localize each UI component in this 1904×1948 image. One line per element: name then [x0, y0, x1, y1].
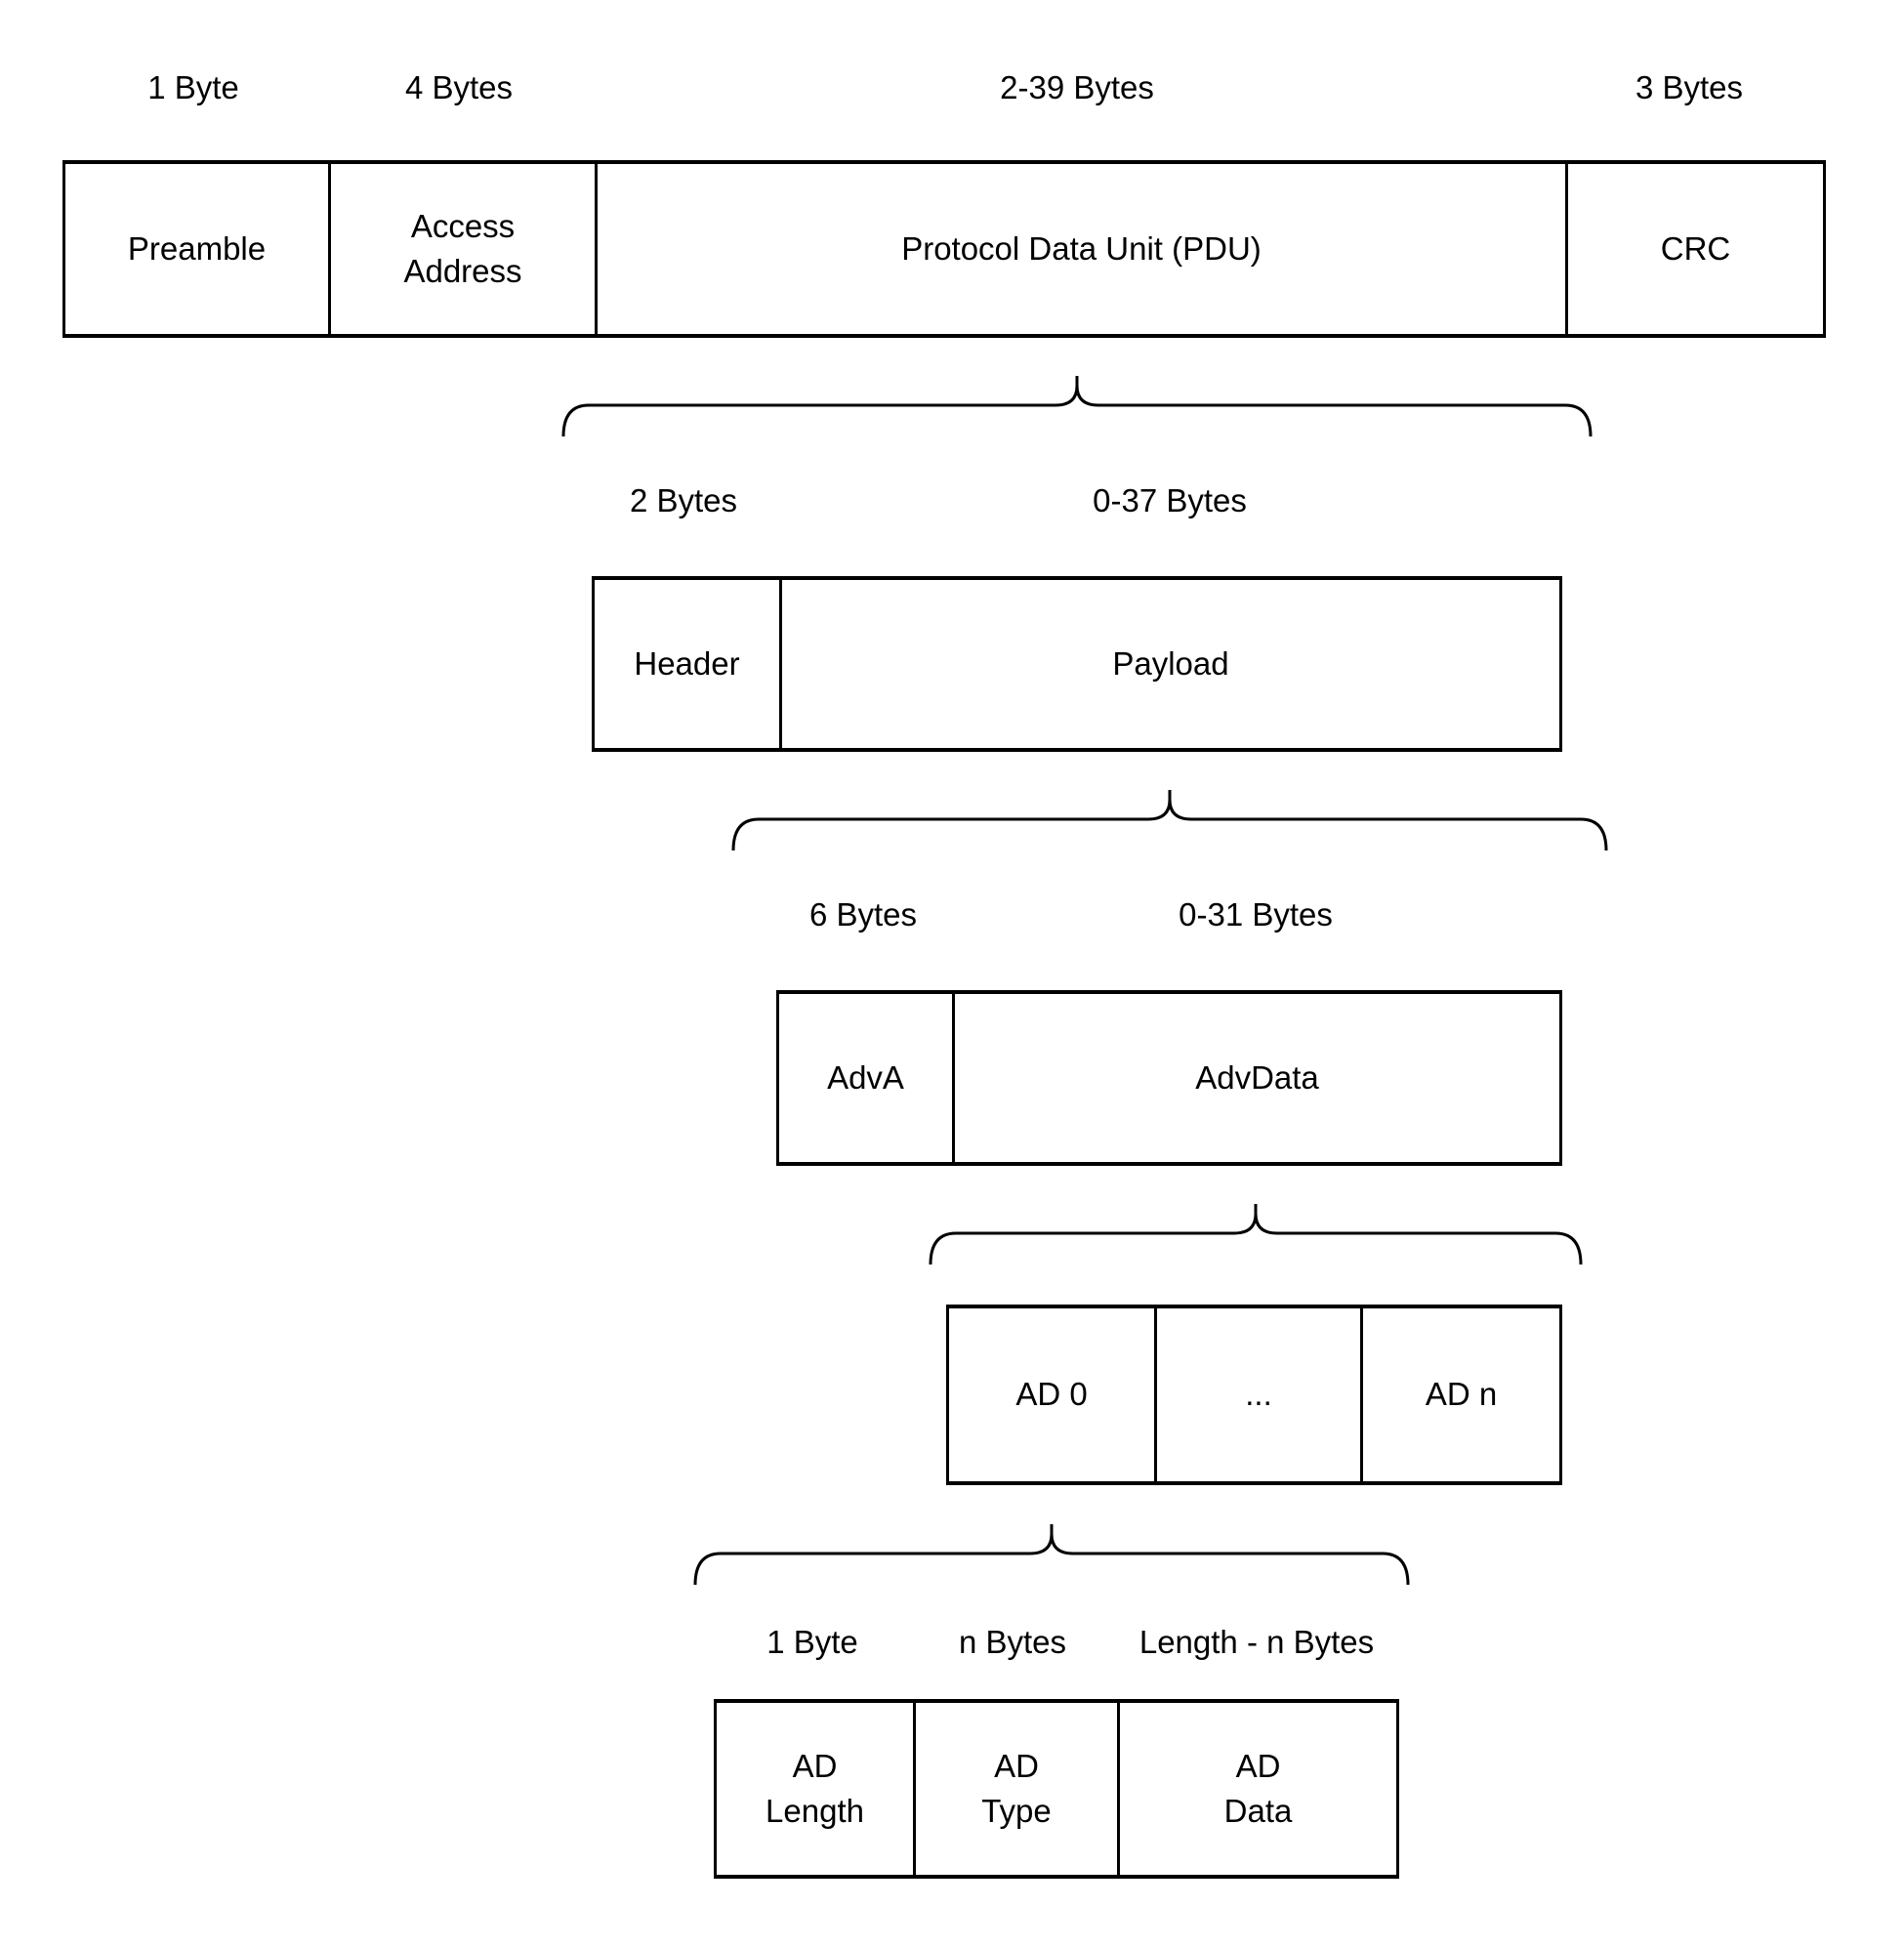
ad-structure-row: AD Length AD Type AD Data: [714, 1699, 1399, 1879]
cell-pdu-label: Protocol Data Unit (PDU): [901, 229, 1262, 267]
cell-ellipsis-label: ...: [1245, 1376, 1272, 1413]
cell-access-address-label: Access Address: [403, 207, 522, 289]
cell-pdu: Protocol Data Unit (PDU): [595, 164, 1565, 334]
size-label-adva: 6 Bytes: [808, 896, 918, 933]
size-label-payload: 0-37 Bytes: [1093, 482, 1247, 518]
cell-adva: AdvA: [779, 994, 952, 1162]
size-label-crc: 3 Bytes: [1635, 69, 1744, 105]
cell-access-address: Access Address: [328, 164, 595, 334]
packet-row: Preamble Access Address Protocol Data Un…: [62, 160, 1826, 338]
cell-ad-type: AD Type: [913, 1703, 1117, 1875]
advdata-brace: [929, 1204, 1583, 1265]
cell-ad0: AD 0: [949, 1308, 1154, 1481]
cell-preamble-label: Preamble: [127, 229, 267, 267]
cell-crc: CRC: [1565, 164, 1823, 334]
ad0-brace: [693, 1524, 1410, 1586]
size-label-preamble: 1 Byte: [147, 69, 239, 105]
cell-ad-length-label: AD Length: [766, 1747, 864, 1829]
cell-ad0-label: AD 0: [1015, 1376, 1088, 1413]
cell-ad-data: AD Data: [1117, 1703, 1396, 1875]
payload-brace: [731, 790, 1608, 851]
cell-adva-label: AdvA: [827, 1058, 904, 1096]
cell-payload-label: Payload: [1112, 644, 1229, 682]
cell-header-label: Header: [634, 644, 740, 682]
size-label-ad-length: 1 Byte: [766, 1624, 858, 1660]
size-label-header: 2 Bytes: [629, 482, 738, 518]
cell-preamble: Preamble: [65, 164, 328, 334]
cell-adn: AD n: [1360, 1308, 1559, 1481]
cell-ellipsis: ...: [1154, 1308, 1360, 1481]
pdu-brace: [561, 376, 1593, 437]
size-label-ad-type: n Bytes: [958, 1624, 1067, 1660]
cell-payload: Payload: [779, 580, 1559, 748]
cell-crc-label: CRC: [1660, 229, 1731, 267]
cell-ad-type-label: AD Type: [981, 1747, 1052, 1829]
cell-ad-data-label: AD Data: [1223, 1747, 1293, 1829]
size-label-access-address: 4 Bytes: [404, 69, 514, 105]
advdata-row: AD 0 ... AD n: [946, 1305, 1562, 1485]
size-label-pdu: 2-39 Bytes: [1000, 69, 1154, 105]
cell-adn-label: AD n: [1425, 1376, 1498, 1413]
cell-ad-length: AD Length: [717, 1703, 913, 1875]
size-label-advdata: 0-31 Bytes: [1179, 896, 1333, 933]
cell-advdata-label: AdvData: [1195, 1058, 1319, 1096]
payload-row: AdvA AdvData: [776, 990, 1562, 1166]
cell-header: Header: [595, 580, 779, 748]
pdu-row: Header Payload: [592, 576, 1562, 752]
size-label-ad-data: Length - n Bytes: [1138, 1624, 1375, 1660]
cell-advdata: AdvData: [952, 994, 1559, 1162]
